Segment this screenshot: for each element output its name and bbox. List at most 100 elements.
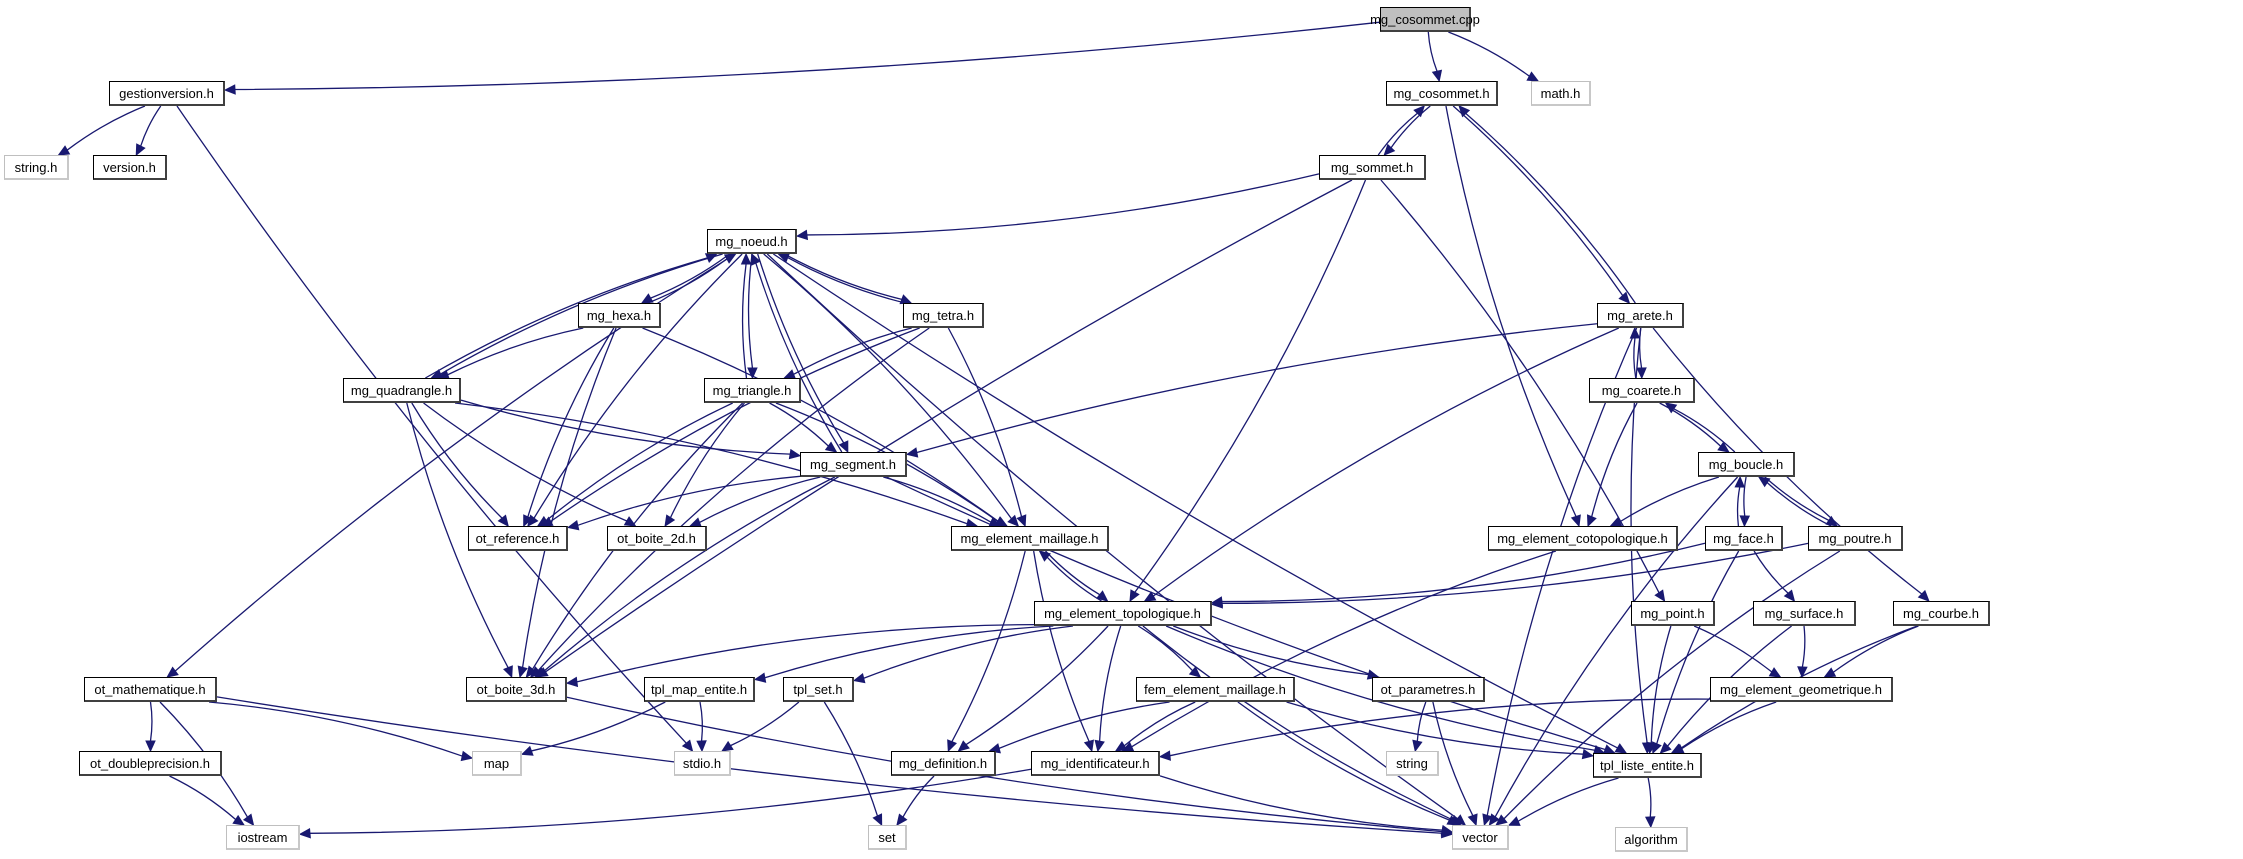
arrowhead-icon (145, 740, 156, 753)
edge-tpl_set_h-to-set (823, 701, 879, 817)
node-mg-courbe-h[interactable]: mg_courbe.h (1893, 601, 1990, 626)
arrowhead-icon (1664, 402, 1678, 414)
node-iostream: iostream (226, 825, 300, 850)
edge-mg_point_h-to-tpl_liste_entite_h (1650, 625, 1672, 744)
arrowhead-icon (905, 447, 919, 458)
arrowhead-icon (517, 665, 528, 679)
edge-mg_quadrangle_h-to-mg_element_maillage_h (454, 402, 968, 525)
arrowhead-icon (1717, 441, 1730, 453)
node-map: map (472, 751, 522, 776)
node-mg-element-geometrique-h[interactable]: mg_element_geometrique.h (1710, 677, 1893, 702)
edge-mg_quadrangle_h-to-ot_reference_h (411, 402, 503, 519)
edge-mg_segment_h-to-ot_boite_3d_h (543, 476, 836, 672)
arrowhead-icon (1482, 813, 1493, 827)
arrowhead-icon (1413, 105, 1426, 118)
node-ot-parametres-h[interactable]: ot_parametres.h (1372, 677, 1485, 702)
edge-tpl_liste_entite_h-to-algorithm (1647, 777, 1652, 818)
node-mg-definition-h[interactable]: mg_definition.h (891, 751, 996, 776)
edge-mg_triangle_h-to-ot_boite_2d_h (669, 402, 745, 518)
edge-mg_noeud_h-to-mg_tetra_h (784, 253, 902, 301)
arrowhead-icon (503, 665, 513, 679)
node-mg-quadrangle-h[interactable]: mg_quadrangle.h (343, 378, 461, 403)
arrowhead-icon (1458, 105, 1471, 118)
arrowhead-icon (566, 520, 580, 531)
edge-mg_courbe_h-to-mg_element_geometrique_h (1832, 625, 1919, 673)
arrowhead-icon (947, 739, 957, 753)
node-ot-reference-h[interactable]: ot_reference.h (468, 526, 568, 551)
edge-mg_cosommet_cpp-to-mg_cosommet_h (1427, 31, 1438, 72)
edge-mg_triangle_h-to-mg_segment_h (769, 402, 829, 447)
arrowhead-icon (242, 813, 255, 826)
arrowhead-icon (1671, 743, 1685, 754)
arrowhead-icon (1129, 589, 1140, 603)
edge-mg_identificateur_h-to-vector (1159, 775, 1443, 831)
node-mg-element-cotopologique-h[interactable]: mg_element_cotopologique.h (1488, 526, 1678, 551)
arrowhead-icon (1797, 666, 1808, 679)
node-algorithm: algorithm (1615, 827, 1688, 852)
edge-mg_tetra_h-to-mg_element_maillage_h (947, 327, 1023, 517)
node-mg-cosommet-cpp[interactable]: mg_cosommet.cpp (1370, 7, 1480, 32)
arrowhead-icon (1495, 814, 1508, 826)
edge-fem_element_maillage_h-to-tpl_liste_entite_h (1286, 701, 1584, 755)
node-ot-boite-3d-h[interactable]: ot_boite_3d.h (466, 677, 567, 702)
node-mg-identificateur-h[interactable]: mg_identificateur.h (1031, 751, 1160, 776)
node-mg-boucle-h[interactable]: mg_boucle.h (1698, 452, 1795, 477)
node-tpl-map-entite-h[interactable]: tpl_map_entite.h (644, 677, 755, 702)
arrowhead-icon (1488, 813, 1500, 826)
arrowhead-icon (1609, 516, 1623, 527)
arrowhead-icon (753, 672, 767, 683)
node-ot-doubleprecision-h[interactable]: ot_doubleprecision.h (79, 751, 222, 776)
edge-ot_parametres_h-to-string (1416, 701, 1427, 742)
node-ot-boite-2d-h[interactable]: ot_boite_2d.h (607, 526, 707, 551)
edge-mg_element_maillage_h-to-mg_definition_h (951, 550, 1026, 742)
node-mg-element-maillage-h[interactable]: mg_element_maillage.h (951, 526, 1109, 551)
node-mg-tetra-h[interactable]: mg_tetra.h (903, 303, 984, 328)
node-mg-arete-h[interactable]: mg_arete.h (1597, 303, 1684, 328)
arrowhead-icon (721, 740, 734, 752)
node-mg-triangle-h[interactable]: mg_triangle.h (704, 378, 801, 403)
arrowhead-icon (1383, 143, 1396, 156)
node-version-h[interactable]: version.h (93, 155, 167, 180)
node-mg-sommet-h[interactable]: mg_sommet.h (1319, 155, 1426, 180)
edge-gestionversion_h-to-stdio_h (176, 105, 687, 744)
node-mg-hexa-h[interactable]: mg_hexa.h (578, 303, 661, 328)
edge-mg_hexa_h-to-ot_reference_h (527, 327, 615, 518)
node-string-h: string.h (4, 155, 69, 180)
node-tpl-liste-entite-h[interactable]: tpl_liste_entite.h (1593, 753, 1702, 778)
edge-gestionversion_h-to-string_h (66, 105, 146, 151)
edge-mg_poutre_h-to-vector (1503, 550, 1841, 820)
node-mg-surface-h[interactable]: mg_surface.h (1753, 601, 1856, 626)
edge-mg_face_h-to-mg_surface_h (1753, 550, 1789, 594)
arrowhead-icon (1629, 326, 1641, 339)
edge-mg_identificateur_h-to-iostream (309, 768, 1032, 834)
node-mg-noeud-h[interactable]: mg_noeud.h (707, 229, 797, 254)
edge-mg_quadrangle_h-to-ot_boite_3d_h (406, 402, 509, 668)
node-mg-point-h[interactable]: mg_point.h (1631, 601, 1715, 626)
node-mg-cosommet-h[interactable]: mg_cosommet.h (1386, 81, 1498, 106)
node-stdio-h: stdio.h (674, 751, 731, 776)
arrowhead-icon (1823, 667, 1837, 678)
edge-mg_boucle_h-to-mg_coarete_h (1673, 408, 1736, 453)
edge-mg_element_topologique_h-to-mg_element_maillage_h (1046, 556, 1102, 602)
node-tpl-set-h[interactable]: tpl_set.h (783, 677, 854, 702)
edge-mg_arete_h-to-mg_segment_h (916, 323, 1598, 454)
node-mg-face-h[interactable]: mg_face.h (1705, 526, 1783, 551)
arrowhead-icon (751, 252, 761, 266)
edge-mg_element_topologique_h-to-fem_element_maillage_h (1137, 625, 1194, 672)
node-mg-segment-h[interactable]: mg_segment.h (800, 452, 907, 477)
arrowhead-icon (838, 440, 849, 454)
node-mg-element-topologique-h[interactable]: mg_element_topologique.h (1034, 601, 1212, 626)
edge-mg_element_topologique_h-to-mg_identificateur_h (1098, 625, 1122, 742)
node-mg-coarete-h[interactable]: mg_coarete.h (1589, 378, 1695, 403)
node-gestionversion-h[interactable]: gestionversion.h (109, 81, 225, 106)
edge-tpl_map_entite_h-to-map (531, 701, 666, 752)
arrowhead-icon (704, 253, 718, 263)
arrowhead-icon (1453, 814, 1467, 826)
arrowhead-icon (1114, 741, 1128, 752)
node-fem-element-maillage-h[interactable]: fem_element_maillage.h (1136, 677, 1295, 702)
node-ot-mathematique-h[interactable]: ot_mathematique.h (84, 677, 217, 702)
edge-mg_element_topologique_h-to-tpl_set_h (863, 625, 1073, 679)
node-mg-poutre-h[interactable]: mg_poutre.h (1808, 526, 1903, 551)
edge-mg_quadrangle_h-to-ot_boite_2d_h (423, 402, 628, 522)
arrowhead-icon (1431, 69, 1443, 83)
